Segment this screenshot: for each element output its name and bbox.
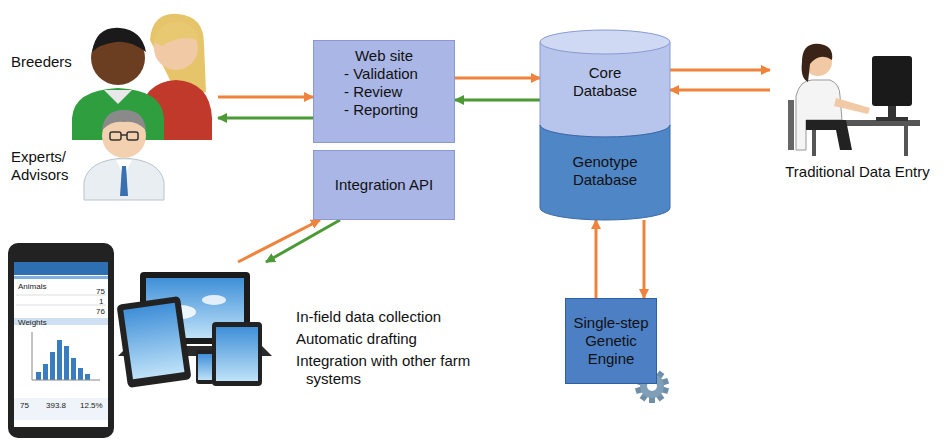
screen-label: Weights [18, 318, 47, 327]
screen-label: 75 [20, 401, 29, 410]
node-title: Breeders [11, 53, 91, 71]
integration-api-box: Integration API [313, 150, 455, 220]
data-entry: Traditional Data Entry [770, 15, 945, 187]
genetic-engine-box: Single-step Genetic Engine [565, 298, 657, 384]
node-title: Single-step Genetic Engine [572, 314, 650, 368]
genotype-database: Genotype Database [540, 125, 670, 220]
flow-arrow [266, 220, 340, 262]
node-text: - Reporting [322, 101, 446, 119]
screen-label: 76 [96, 307, 105, 316]
screen-label: 12.5% [80, 401, 103, 410]
flow-arrow [643, 220, 646, 298]
node-title: In-field data collection [296, 308, 481, 326]
node-text: - Validation [322, 65, 446, 83]
smartphone [8, 243, 114, 438]
flow-arrow [218, 96, 313, 99]
node-text: Experts/ Advisors [11, 148, 86, 184]
user-group: BreedersExperts/ Advisors [5, 20, 218, 205]
flow-arrow [670, 89, 770, 92]
expert-advisor [84, 110, 164, 200]
screen-label: 1 [99, 297, 103, 306]
flow-arrow [670, 69, 770, 72]
screen-label: 75 [96, 287, 105, 296]
node-title: Core Database [555, 64, 655, 100]
node-title: Integration API [322, 176, 446, 194]
node-text: - Review [322, 83, 446, 101]
flow-arrow [455, 77, 540, 80]
node-title: Traditional Data Entry [770, 163, 945, 181]
cylinder-top [540, 30, 670, 54]
screen-label: 393.8 [46, 401, 66, 410]
web-site-box: Web site- Validation- Review- Reporting [313, 40, 455, 143]
screen-label: Animals [18, 282, 46, 291]
node-text: Automatic drafting [296, 330, 481, 348]
node-title: Genotype Database [555, 153, 655, 189]
mobile-devices [116, 272, 272, 388]
flow-arrow [455, 99, 540, 102]
node-title: Web site [322, 47, 446, 65]
data-entry-clerk [788, 44, 920, 156]
cylinder-body [540, 42, 670, 137]
device-group: In-field data collectionAutomatic drafti… [120, 262, 480, 438]
flow-arrow [218, 117, 313, 120]
flow-arrow [595, 220, 598, 298]
core-database: Core Database [540, 30, 670, 125]
node-text: Integration with other farm systems [296, 352, 481, 388]
cylinder-body [540, 125, 670, 220]
